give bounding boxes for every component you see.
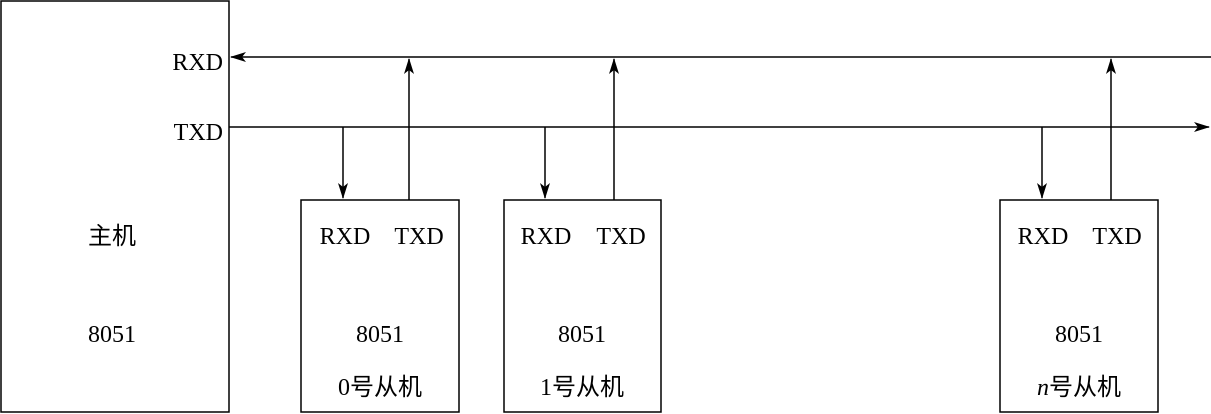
slave-0-txd-label: TXD (394, 224, 443, 250)
slave-n-chip: 8051 (1055, 322, 1103, 348)
master-rxd-label: RXD (172, 50, 223, 76)
slave-n-name: n号从机 (1037, 374, 1121, 401)
slave-box-0 (300, 199, 460, 413)
master-name: 主机 (88, 223, 136, 250)
slave-box-n (999, 199, 1159, 413)
slave-unit-n: RXD TXD 8051 n号从机 (999, 58, 1159, 413)
slave-n-rxd-label: RXD (1018, 224, 1069, 250)
slave-1-name: 1号从机 (540, 374, 624, 401)
slave-0-rxd-label: RXD (320, 224, 371, 250)
master-chip: 8051 (88, 322, 136, 348)
slave-1-number: 1 (540, 375, 552, 401)
slave-box-1 (503, 199, 662, 413)
slave-1-suffix: 号从机 (552, 374, 624, 401)
master-unit: RXD TXD 主机 8051 (0, 0, 230, 413)
slave-1-txd-label: TXD (596, 224, 645, 250)
slave-n-number: n (1037, 375, 1049, 401)
slave-1-chip: 8051 (558, 322, 606, 348)
slave-0-chip: 8051 (356, 322, 404, 348)
slave-1-rxd-label: RXD (521, 224, 572, 250)
master-txd-label: TXD (174, 120, 223, 146)
slave-0-name: 0号从机 (338, 374, 422, 401)
slave-unit-1: RXD TXD 8051 1号从机 (503, 58, 662, 413)
master-box (0, 0, 230, 413)
slave-0-number: 0 (338, 375, 350, 401)
slave-unit-0: RXD TXD 8051 0号从机 (300, 58, 460, 413)
slave-n-txd-label: TXD (1092, 224, 1141, 250)
slave-0-suffix: 号从机 (350, 374, 422, 401)
slave-n-suffix: 号从机 (1049, 374, 1121, 401)
